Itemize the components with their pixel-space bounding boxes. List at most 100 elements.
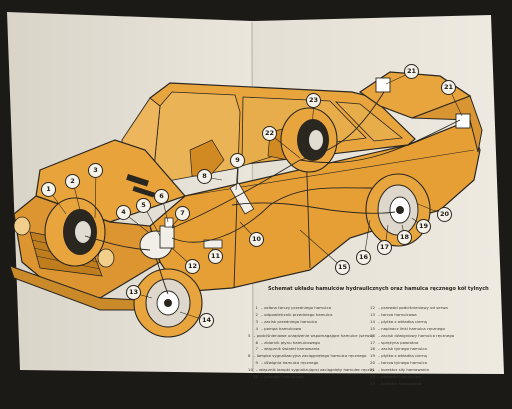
legend-item: 22– przewód hamulcowy (365, 374, 481, 381)
callout-18: 18 (397, 230, 412, 245)
legend-item: 5– podciśnieniowe urządzenie wspomagając… (248, 333, 373, 340)
legend-text: – osłona tarczy przedniego hamulca (261, 305, 332, 310)
callout-5: 5 (136, 198, 151, 213)
legend-number: 21 (370, 367, 375, 373)
legend-item: 18– zacisk tylnego hamulca (365, 346, 481, 353)
legend-text: – włącznik lampki sygnalizującej zaciągn… (255, 367, 375, 373)
legend-number: 7 (255, 346, 258, 352)
legend-text: – przewód hamulcowy (378, 374, 422, 380)
legend-text: – włącznik świateł hamowania (261, 346, 320, 352)
brake-lines (84, 91, 461, 295)
callout-10: 10 (249, 232, 264, 247)
legend-item: 3– zacisk przedniego hamulca (248, 319, 364, 326)
legend-text: – zacisk tylnego hamulca (378, 346, 427, 352)
legend-text: – lampka sygnalizacyjna zaciągniętego ha… (253, 353, 367, 359)
callout-11: 11 (208, 249, 223, 264)
legend-number: 19 (370, 353, 375, 359)
callout-21: 21 (404, 64, 419, 79)
legend-number: 17 (370, 339, 375, 345)
legend-item: 10– włącznik lampki sygnalizującej zacią… (248, 367, 374, 374)
legend-number: 14 (370, 318, 375, 324)
callout-4: 4 (116, 205, 131, 220)
legend-text: – sprężyna powrotna (378, 339, 419, 345)
legend-item: 12– przewód podciśnieniowy od serwa (365, 305, 481, 312)
callout-3: 3 (88, 163, 103, 178)
callout-14: 14 (199, 313, 214, 328)
legend-text: – tarcza hamulcowa (378, 311, 417, 317)
legend-item: 9– dźwignia hamulca ręcznego (248, 360, 364, 367)
legend-text: – napinacz linki hamulca ręcznego (378, 325, 445, 331)
legend-number: 6 (255, 339, 258, 345)
callout-8: 8 (197, 169, 212, 184)
legend-number: 1 (255, 305, 258, 310)
legend-number: 16 (370, 332, 375, 338)
brake-corrector (375, 77, 391, 93)
legend-text: – podciśnieniowe urządzenie wspomagające… (253, 332, 374, 338)
legend-item: 2– odpowietrznik przedniego hamulca (248, 312, 364, 319)
legend-text: – tarcza tylnego hamulca (378, 360, 427, 366)
callout-12: 12 (185, 259, 200, 274)
callout-1: 1 (41, 182, 56, 197)
legend-text: – płytka z wkładką cierną (378, 353, 427, 359)
legend-number: 4 (255, 325, 258, 331)
legend-item: 15– napinacz linki hamulca ręcznego (365, 326, 481, 333)
callout-2: 2 (65, 174, 80, 189)
front-left-wheel (44, 197, 106, 267)
legend-number: 20 (370, 360, 375, 366)
legend-item: 11– przewód hamulcowy (248, 374, 364, 381)
car-illustration (9, 71, 483, 338)
legend-item: 13– tarcza hamulcowa (365, 312, 481, 319)
legend-text: – zacisk dźwigniowy hamulca ręcznego (378, 332, 455, 338)
callout-20: 20 (437, 207, 452, 222)
brake-corrector-right (455, 113, 471, 129)
legend-number: 8 (248, 353, 251, 359)
legend-item: 20– tarcza tylnego hamulca (365, 360, 481, 367)
callout-6: 6 (154, 189, 169, 204)
legend-number: 12 (370, 305, 375, 310)
handbrake-lever (229, 182, 255, 215)
legend-text: – dźwignia hamulca ręcznego (261, 360, 319, 366)
warning-switch (203, 239, 223, 249)
legend-number: 2 (255, 311, 258, 317)
callout-13: 13 (126, 285, 141, 300)
callout-21-right: 21 (441, 80, 456, 95)
legend-text: – przewód hamulcowy (261, 374, 305, 380)
legend-text: – korektor siły hamowania (378, 367, 429, 373)
legend-number: 10 (248, 367, 253, 373)
callout-17: 17 (377, 240, 392, 255)
legend-text: – pompa hamulcowa (261, 325, 302, 331)
rear-left-wheel (280, 107, 338, 173)
legend-number: 13 (370, 311, 375, 317)
legend-text: – zbiornik płynu hamulcowego (261, 339, 320, 345)
callout-16: 16 (356, 250, 371, 265)
callout-9: 9 (230, 153, 245, 168)
legend-number: 23 (370, 380, 375, 386)
legend-item: 19– płytka z wkładką cierną (365, 353, 481, 360)
legend-item: 6– zbiornik płynu hamulcowego (248, 340, 364, 347)
legend-item: 7– włącznik świateł hamowania (248, 346, 364, 353)
callout-7: 7 (175, 206, 190, 221)
legend-number: 18 (370, 346, 375, 352)
legend-text: – płytka z wkładką cierną (378, 318, 427, 324)
legend-number: 22 (370, 374, 375, 380)
legend-text: – korektor hamowania (378, 380, 422, 386)
legend-item: 16– zacisk dźwigniowy hamulca ręcznego (365, 333, 481, 340)
callout-23: 23 (306, 93, 321, 108)
callout-22: 22 (262, 126, 277, 141)
legend-text: – przewód podciśnieniowy od serwa (378, 305, 448, 310)
callout-15: 15 (335, 260, 350, 275)
legend-item: 14– płytka z wkładką cierną (365, 319, 481, 326)
legend-text: – odpowietrznik przedniego hamulca (261, 311, 333, 317)
legend-number: 9 (255, 360, 258, 366)
callout-19: 19 (416, 219, 431, 234)
legend-number: 15 (370, 325, 375, 331)
legend-item: 23– korektor hamowania (365, 381, 481, 388)
legend-item: 4– pompa hamulcowa (248, 326, 364, 333)
rear-right-wheel (365, 173, 431, 247)
legend-text: – zacisk przedniego hamulca (261, 318, 318, 324)
legend-item: 21– korektor siły hamowania (365, 367, 481, 374)
brake-servo (139, 217, 175, 260)
